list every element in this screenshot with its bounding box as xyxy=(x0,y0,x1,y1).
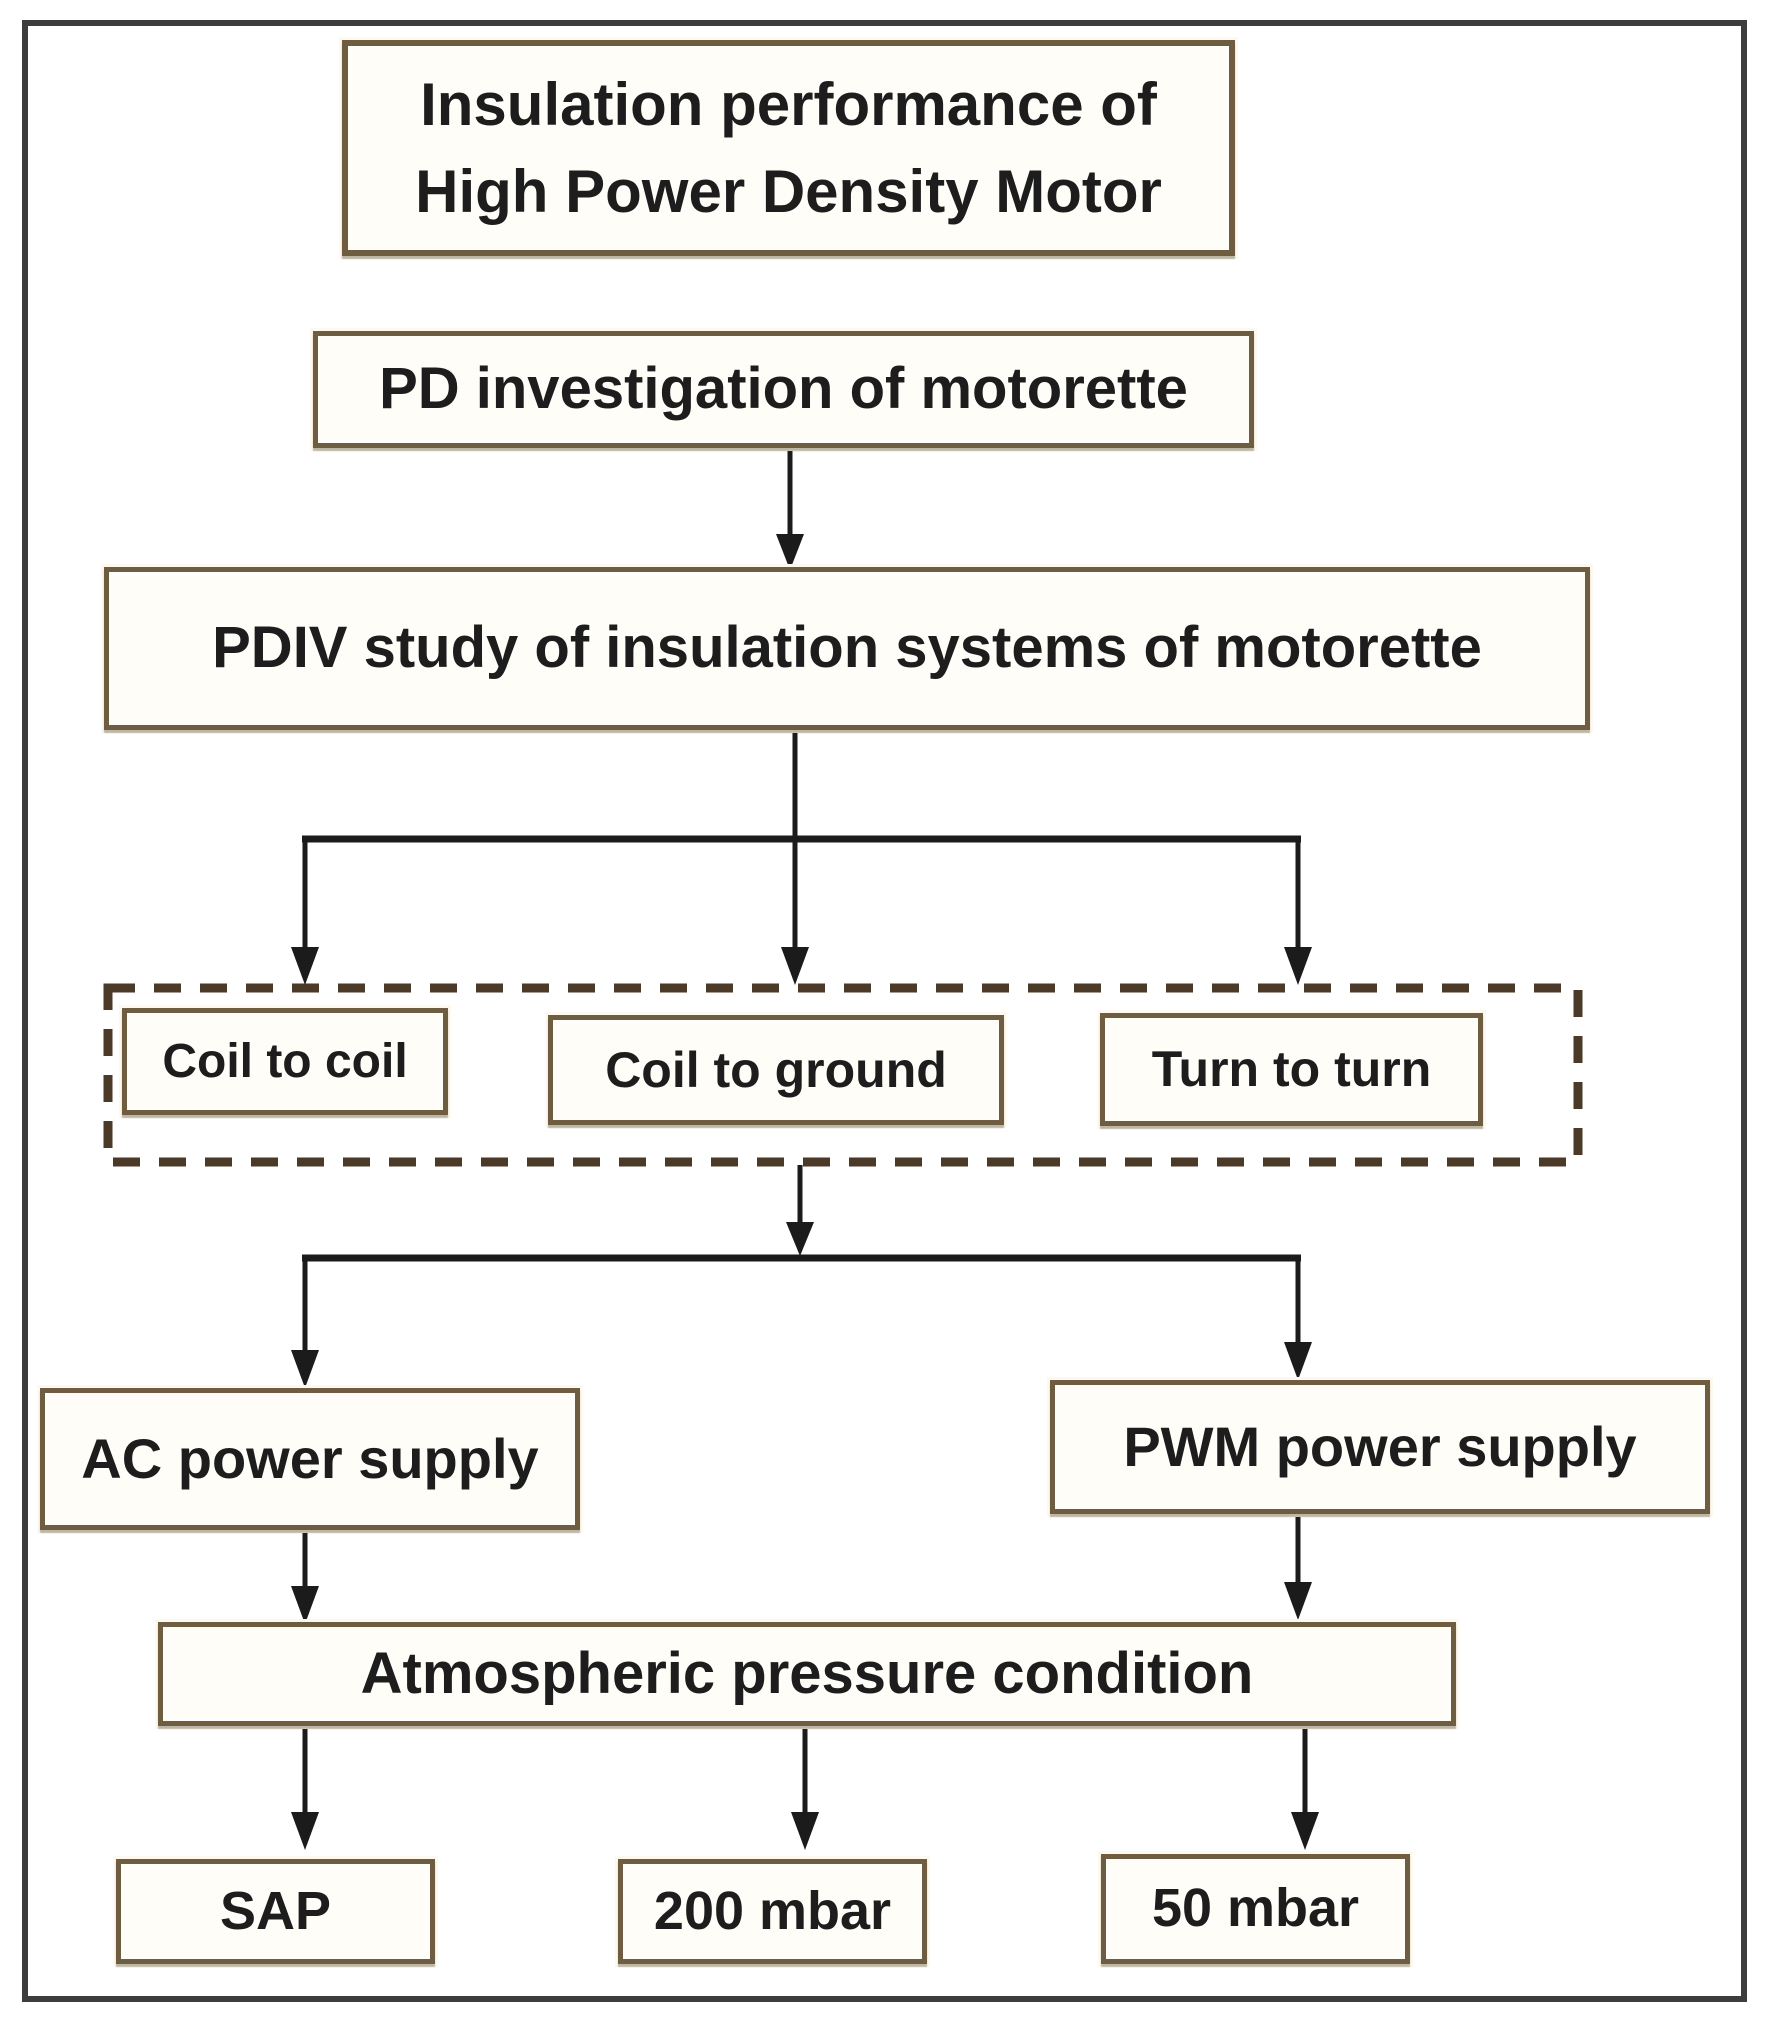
200-mbar-label: 200 mbar xyxy=(653,1880,892,1941)
node-50-mbar: 50 mbar xyxy=(1101,1854,1410,1964)
coil-to-ground-label: Coil to ground xyxy=(605,1041,947,1098)
dashed-group-outline xyxy=(103,983,1583,1167)
node-pd-investigation: PD investigation of motorette xyxy=(313,331,1254,448)
pd-investigation-label: PD investigation of motorette xyxy=(379,356,1188,422)
50-mbar-label: 50 mbar xyxy=(1151,1878,1360,1939)
node-pwm-power-supply: PWM power supply xyxy=(1050,1380,1710,1514)
pwm-power-supply-label: PWM power supply xyxy=(1123,1415,1637,1478)
node-coil-to-ground: Coil to ground xyxy=(548,1015,1004,1125)
turn-to-turn-label: Turn to turn xyxy=(1151,1041,1432,1098)
node-turn-to-turn: Turn to turn xyxy=(1100,1013,1483,1126)
pdiv-study-label: PDIV study of insulation systems of moto… xyxy=(212,615,1482,681)
title-line-1: Insulation performance of xyxy=(420,71,1157,138)
ac-power-supply-label: AC power supply xyxy=(81,1427,539,1490)
node-200-mbar: 200 mbar xyxy=(618,1859,927,1964)
title-line-2: High Power Density Motor xyxy=(415,158,1162,225)
atmospheric-pressure-label: Atmospheric pressure condition xyxy=(360,1640,1254,1706)
node-pdiv-study: PDIV study of insulation systems of moto… xyxy=(104,567,1590,730)
node-sap: SAP xyxy=(116,1859,435,1964)
node-atmospheric-pressure: Atmospheric pressure condition xyxy=(158,1622,1456,1726)
node-ac-power-supply: AC power supply xyxy=(40,1388,580,1530)
node-title: Insulation performance of High Power Den… xyxy=(342,40,1235,256)
coil-to-coil-label: Coil to coil xyxy=(162,1034,408,1088)
node-coil-to-coil: Coil to coil xyxy=(122,1008,448,1115)
sap-label: SAP xyxy=(219,1880,332,1941)
